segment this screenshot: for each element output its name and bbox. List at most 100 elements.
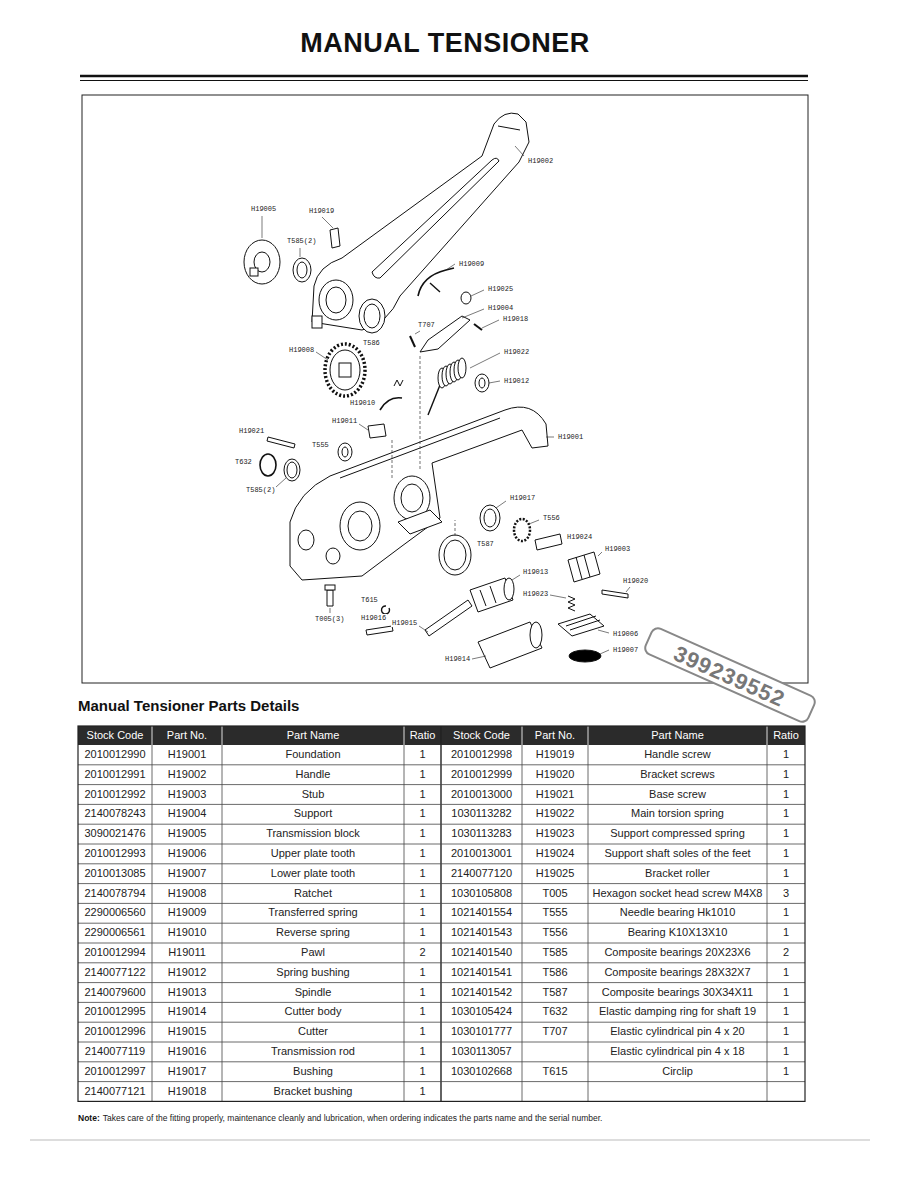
table-cell: 1 [767,1002,805,1022]
table-cell: H19004 [152,804,222,824]
cell-text: H19012 [168,966,207,978]
cell-text: 1 [783,966,789,978]
table-cell: H19007 [152,864,222,884]
cell-text: H19004 [168,807,207,819]
cell-text: 1030101777 [451,1025,512,1037]
table-cell: 2140077121 [78,1082,152,1102]
table-cell: 1 [404,1042,441,1062]
table-cell: 1021401542 [441,983,522,1003]
table-cell: 2140077122 [78,963,152,983]
callout-number: H19006 [612,630,639,638]
cell-text: H19009 [168,906,207,918]
cell-text: Base screw [649,788,706,800]
table-cell: 1 [767,1022,805,1042]
cell-text: Ratio [773,729,799,741]
cell-text: Lower plate tooth [271,867,355,879]
cell-text: 2 [783,946,789,958]
cell-text: Composite bearings 28X32X7 [604,966,750,978]
cell-text: Elastic cylindrical pin 4 x 20 [610,1025,745,1037]
table-cell: Transmission block [222,824,404,844]
table-cell: Cutter body [222,1002,404,1022]
table-cell: 1 [404,963,441,983]
table-cell: Elastic cylindrical pin 4 x 20 [588,1022,767,1042]
table-header-cell: Part No. [522,726,588,745]
cell-text: Hexagon socket head screw M4X8 [593,887,763,899]
table-cell: T585 [522,943,588,963]
table-cell: 1021401543 [441,923,522,943]
callout-number: T586 [362,339,381,347]
cell-text: 1 [783,926,789,938]
cell-text: H19023 [536,827,575,839]
cell-text: Bracket bushing [274,1085,353,1097]
table-cell: 1021401540 [441,943,522,963]
table-cell: 2010012998 [441,745,522,765]
cell-text: H19008 [168,887,207,899]
table-cell: H19018 [152,1082,222,1102]
table-cell: H19023 [522,824,588,844]
cell-text: 1030113057 [451,1045,511,1057]
table-cell: Support [222,804,404,824]
cell-text: 1 [783,768,789,780]
cell-text: 1030113283 [451,827,511,839]
table-cell: 2010012991 [78,765,152,785]
table-cell: H19016 [152,1042,222,1062]
table-cell: Handle screw [588,745,767,765]
table-cell: 1 [767,745,805,765]
table-cell: 2010013085 [78,864,152,884]
cell-text: Part Name [651,729,704,741]
cell-text: Transmission block [266,827,360,839]
callout-number: H19007 [612,646,639,654]
table-cell: Circlip [588,1062,767,1082]
table-cell: 1 [404,1082,441,1102]
cell-text: Handle [296,768,331,780]
table-cell: 1 [404,1062,441,1082]
cell-text: T586 [542,966,567,978]
cell-text: 2290006561 [84,926,145,938]
cell-text: 1 [419,1065,425,1077]
cell-text: H19018 [168,1085,207,1097]
table-cell: 1 [767,963,805,983]
table-cell: H19025 [522,864,588,884]
table-cell: 2290006561 [78,923,152,943]
callout-number: H19018 [502,315,529,323]
table-cell: 1 [404,923,441,943]
table-cell: 3 [767,884,805,904]
table-cell: Composite bearings 28X32X7 [588,963,767,983]
cell-text: Foundation [285,748,340,760]
callout-number: H19017 [509,494,536,502]
table-cell: 1 [767,824,805,844]
cell-text: H19013 [168,986,207,998]
cell-text: Main torsion spring [631,807,724,819]
table-cell: 1 [404,844,441,864]
cell-text: 1 [419,906,425,918]
note-text: Takes care of the fitting properly, main… [103,1113,603,1123]
cell-text: 1021401542 [451,986,512,998]
cell-text: 2 [419,946,425,958]
table-cell: Handle [222,765,404,785]
cell-text: H19019 [536,748,575,760]
callout-number: H19005 [250,205,277,213]
table-cell: H19021 [522,785,588,805]
callout-number: H19013 [522,568,549,576]
table-cell: Stub [222,785,404,805]
table-cell: 2010012994 [78,943,152,963]
cell-text: Needle bearing Hk1010 [620,906,736,918]
table-cell: 1030105808 [441,884,522,904]
table-cell: H19014 [152,1002,222,1022]
cell-text: T556 [542,926,567,938]
table-cell: 1 [404,983,441,1003]
table-cell: H19008 [152,884,222,904]
callout-number: H19002 [527,157,554,165]
callout-number: H19008 [288,346,315,354]
cell-text: Transmission rod [271,1045,355,1057]
cell-text: T587 [542,986,567,998]
cell-text: 1 [419,768,425,780]
cell-text: 1 [419,926,425,938]
page-title: MANUAL TENSIONER [0,28,890,59]
table-cell: 1030105424 [441,1002,522,1022]
callout-number: T632 [234,458,253,466]
table-cell: T632 [522,1002,588,1022]
cell-text: 1 [419,966,425,978]
section-heading: Manual Tensioner Parts Details [78,697,299,714]
table-cell: 2290006560 [78,903,152,923]
